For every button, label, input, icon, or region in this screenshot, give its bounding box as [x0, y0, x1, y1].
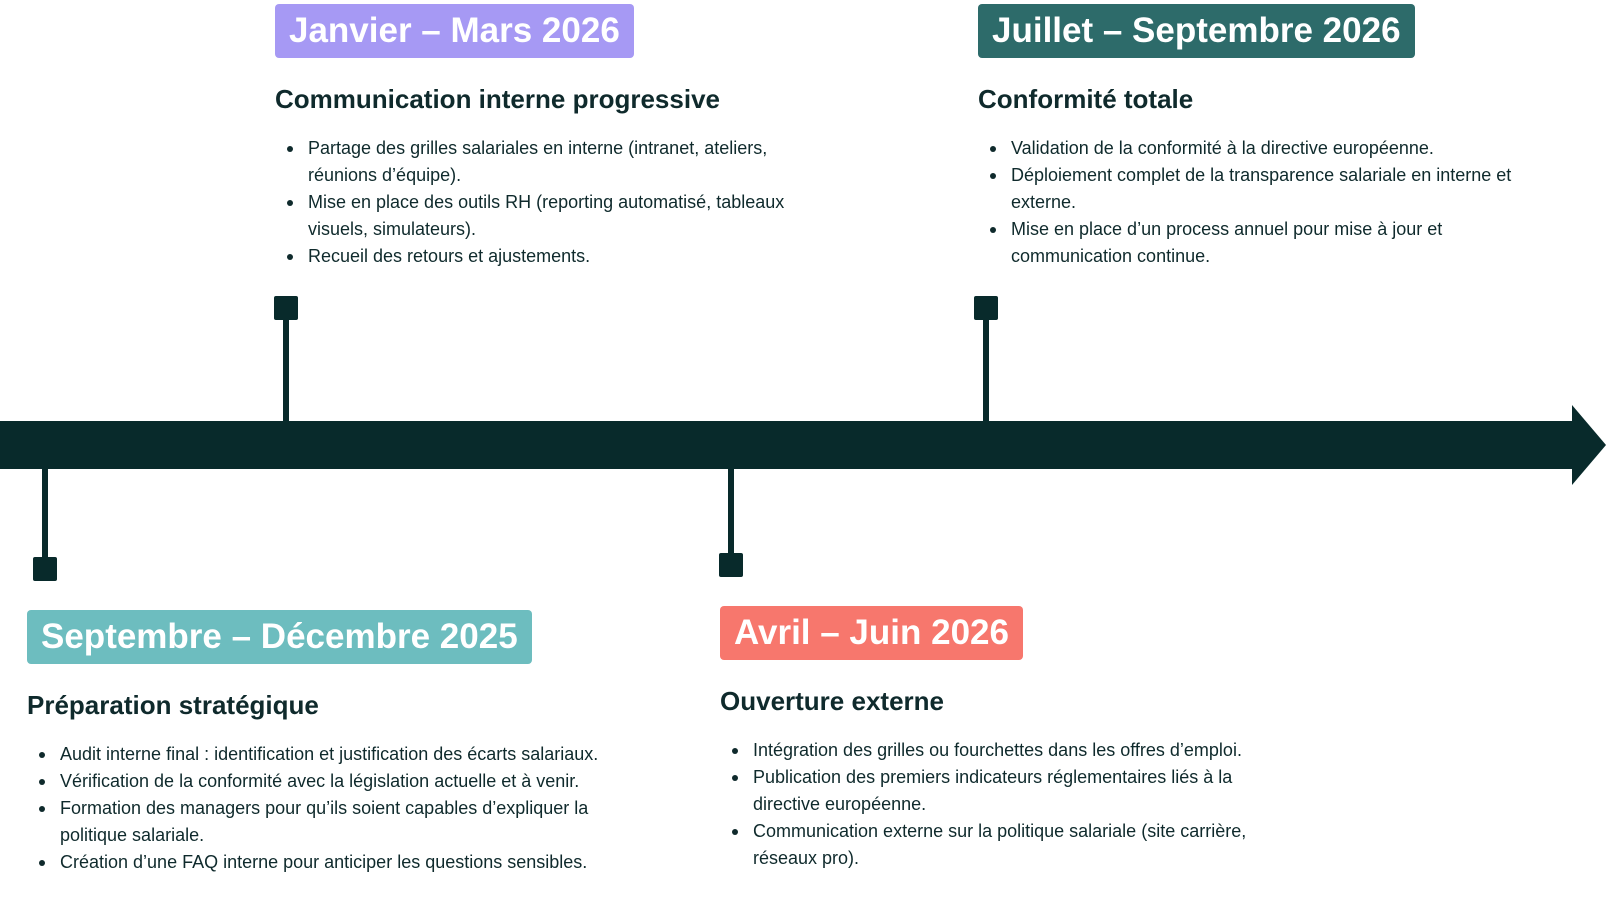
phase-2-marker: [274, 296, 298, 320]
list-item: Vérification de la conformité avec la lé…: [39, 768, 627, 795]
list-item: Création d’une FAQ interne pour anticipe…: [39, 849, 627, 876]
phase-4-list: Validation de la conformité à la directi…: [978, 135, 1568, 270]
phase-1-marker: [33, 557, 57, 581]
phase-1-title: Préparation stratégique: [27, 690, 319, 720]
timeline-arrow-head: [1572, 405, 1606, 485]
list-item: Communication externe sur la politique s…: [732, 818, 1280, 872]
phase-4-date-badge: Juillet – Septembre 2026: [978, 4, 1415, 58]
list-item: Mise en place d’un process annuel pour m…: [990, 216, 1568, 270]
phase-1-list: Audit interne final : identification et …: [27, 741, 627, 876]
list-item: Intégration des grilles ou fourchettes d…: [732, 737, 1280, 764]
timeline-axis: [0, 421, 1574, 469]
phase-4-title: Conformité totale: [978, 84, 1194, 114]
phase-3-list: Intégration des grilles ou fourchettes d…: [720, 737, 1280, 872]
phase-3-title: Ouverture externe: [720, 686, 944, 716]
phase-3-marker: [719, 553, 743, 577]
list-item: Formation des managers pour qu’ils soien…: [39, 795, 627, 849]
list-item: Validation de la conformité à la directi…: [990, 135, 1568, 162]
phase-1: Septembre – Décembre 2025 Préparation st…: [27, 610, 627, 876]
phase-4-marker: [974, 296, 998, 320]
phase-2-title: Communication interne progressive: [275, 84, 720, 114]
phase-2-connector: [283, 305, 289, 427]
list-item: Recueil des retours et ajustements.: [287, 243, 815, 270]
phase-2-date-badge: Janvier – Mars 2026: [275, 4, 634, 58]
phase-1-date-badge: Septembre – Décembre 2025: [27, 610, 532, 664]
phase-2-list: Partage des grilles salariales en intern…: [275, 135, 815, 270]
list-item: Audit interne final : identification et …: [39, 741, 627, 768]
phase-3: Avril – Juin 2026 Ouverture externe Inté…: [720, 606, 1280, 872]
phase-3-connector: [728, 458, 734, 558]
phase-2: Janvier – Mars 2026 Communication intern…: [275, 4, 815, 270]
phase-4: Juillet – Septembre 2026 Conformité tota…: [978, 4, 1568, 270]
phase-3-date-badge: Avril – Juin 2026: [720, 606, 1023, 660]
list-item: Déploiement complet de la transparence s…: [990, 162, 1568, 216]
list-item: Partage des grilles salariales en intern…: [287, 135, 815, 189]
phase-1-connector: [42, 458, 48, 562]
list-item: Publication des premiers indicateurs rég…: [732, 764, 1280, 818]
phase-4-connector: [983, 305, 989, 427]
list-item: Mise en place des outils RH (reporting a…: [287, 189, 815, 243]
